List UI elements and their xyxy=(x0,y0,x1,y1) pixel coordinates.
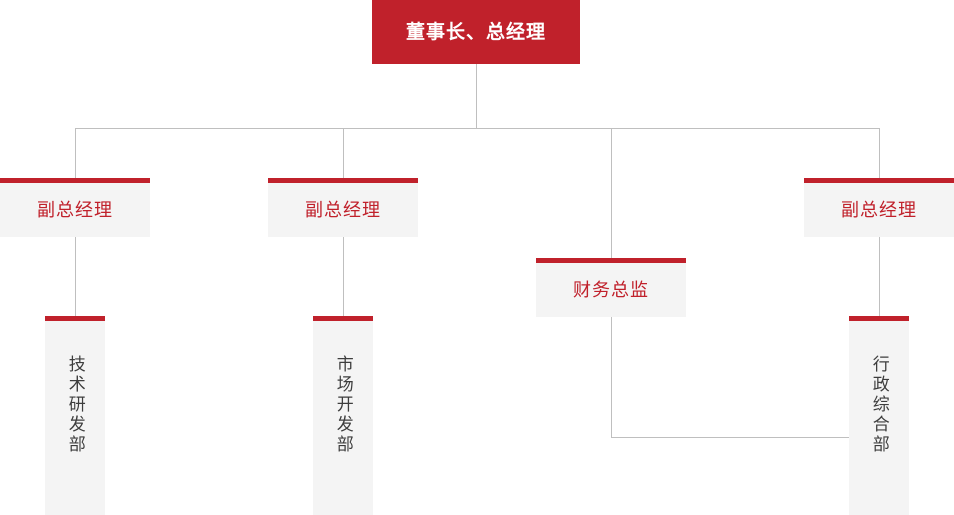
connector-branch-3 xyxy=(611,128,612,258)
node-chairman-general-manager[interactable]: 董事长、总经理 xyxy=(372,0,580,64)
node-deputy-general-manager-1[interactable]: 副总经理 xyxy=(0,178,150,237)
connector-branch-4 xyxy=(879,128,880,178)
node-deputy-general-manager-2[interactable]: 副总经理 xyxy=(268,178,418,237)
node-finance-director[interactable]: 财务总监 xyxy=(536,258,686,317)
connector-horizontal-bus xyxy=(75,128,880,129)
connector-manager1-to-dept1 xyxy=(75,237,76,316)
connector-branch-1 xyxy=(75,128,76,178)
connector-finance-to-admin xyxy=(611,437,850,438)
node-finance-director-label: 财务总监 xyxy=(573,280,649,300)
node-department-administration-label: 行政综合部 xyxy=(869,355,889,455)
connector-branch-2 xyxy=(343,128,344,178)
node-department-market-development-label: 市场开发部 xyxy=(333,355,353,455)
node-deputy-general-manager-3[interactable]: 副总经理 xyxy=(804,178,954,237)
node-department-technology-rd-label: 技术研发部 xyxy=(65,355,85,455)
node-deputy-general-manager-3-label: 副总经理 xyxy=(841,200,917,220)
node-deputy-general-manager-1-label: 副总经理 xyxy=(37,200,113,220)
connector-manager4-to-dept4 xyxy=(879,237,880,316)
node-department-technology-rd[interactable]: 技术研发部 xyxy=(45,316,105,515)
connector-top-stem xyxy=(476,64,477,128)
connector-manager2-to-dept2 xyxy=(343,237,344,316)
node-deputy-general-manager-2-label: 副总经理 xyxy=(305,200,381,220)
node-department-administration[interactable]: 行政综合部 xyxy=(849,316,909,515)
node-department-market-development[interactable]: 市场开发部 xyxy=(313,316,373,515)
connector-finance-down xyxy=(611,317,612,437)
node-chairman-general-manager-label: 董事长、总经理 xyxy=(405,21,546,43)
